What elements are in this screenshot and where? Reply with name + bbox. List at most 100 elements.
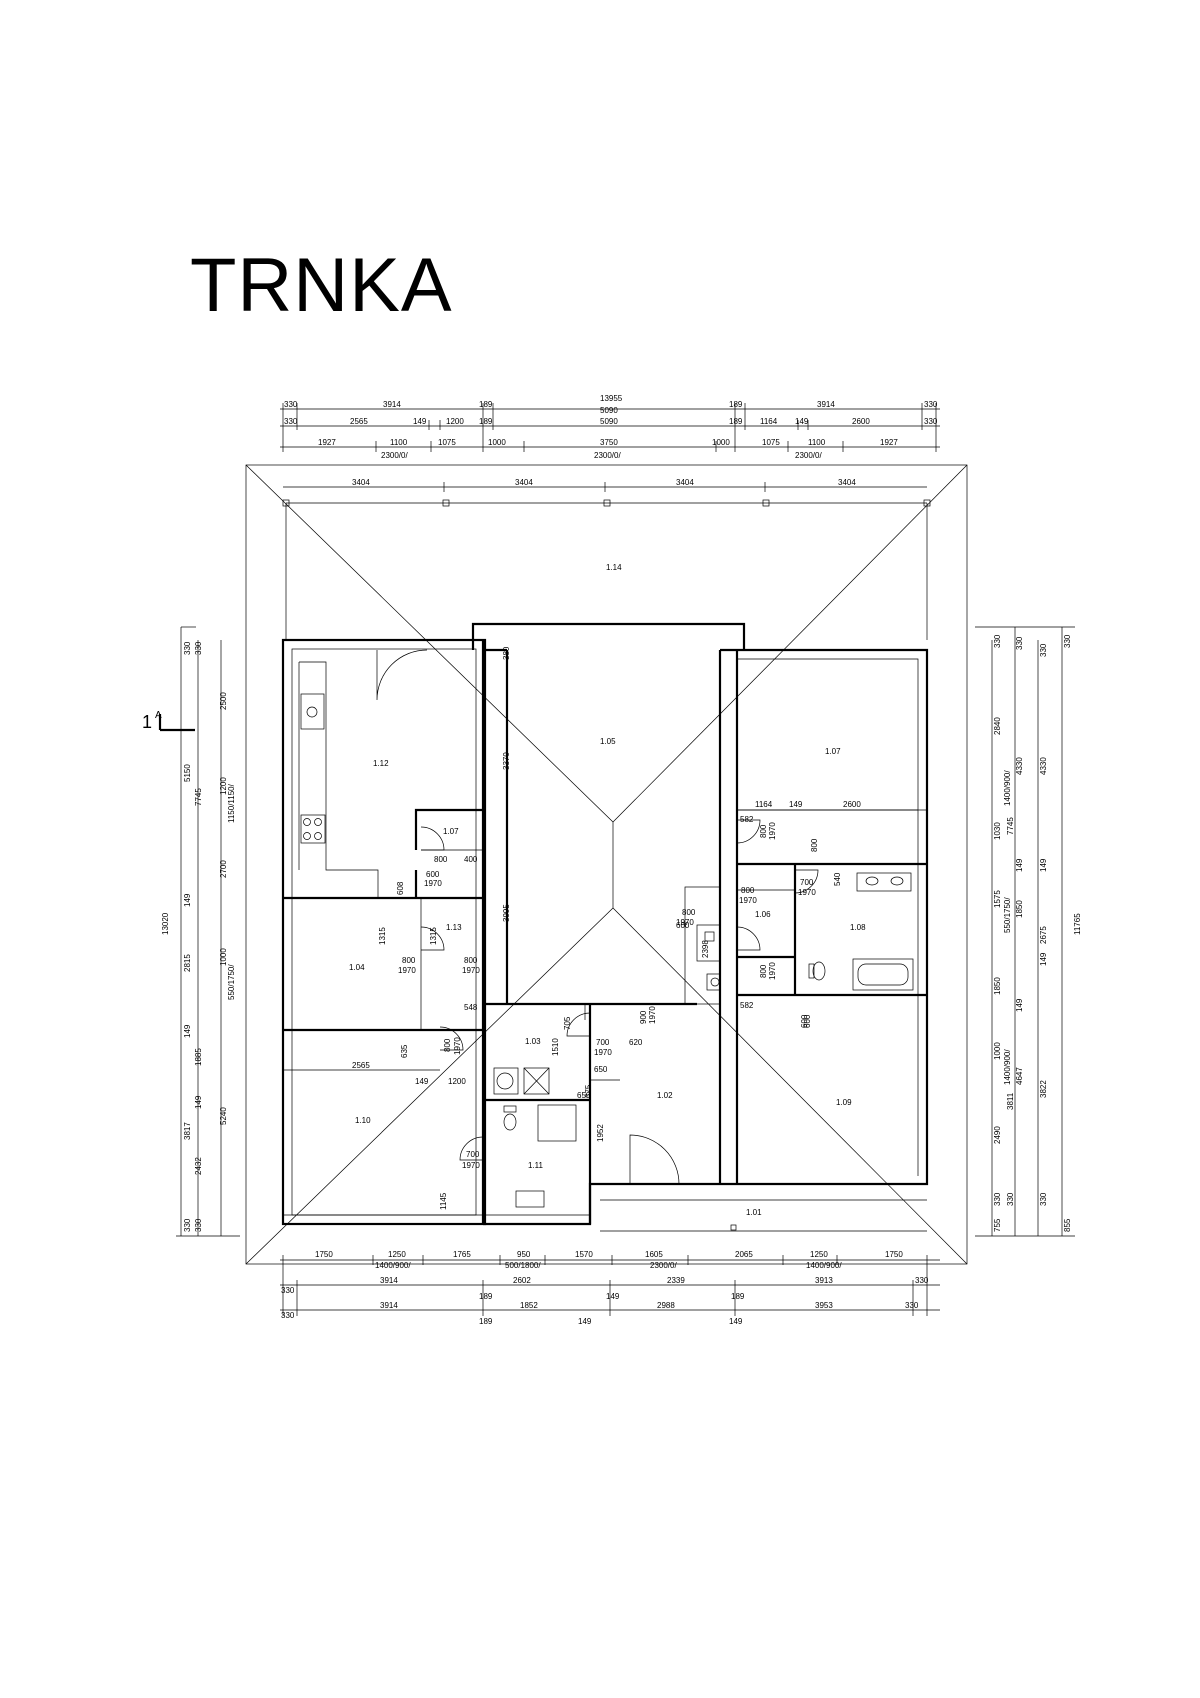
dim-d13: 800 <box>759 964 768 978</box>
dim-l3-0: 2500 <box>219 692 228 710</box>
dim-d22: 3995 <box>502 904 511 922</box>
dim-r2-8: 330 <box>1006 1192 1015 1206</box>
dim-d21: 380 <box>502 646 511 660</box>
dim-l3w-1: 550/1750/ <box>227 964 236 1000</box>
dim-d15: 600 <box>803 1014 812 1028</box>
dim-t1b-0: 189 <box>479 400 493 409</box>
dim-l3-1: 1200 <box>219 777 228 795</box>
dim-d4: 582 <box>740 815 754 824</box>
dim-r3-1: 4330 <box>1039 757 1048 775</box>
dim-b1-8: 1750 <box>885 1250 903 1259</box>
dim-r2-0: 330 <box>1015 636 1024 650</box>
dim-b2s-2: 189 <box>731 1292 745 1301</box>
dim-r2-6: 4647 <box>1015 1067 1024 1085</box>
dim-b1-7: 1250 <box>810 1250 828 1259</box>
dim-d32: 1970 <box>462 966 480 975</box>
room-label-1-06: 1.06 <box>755 910 771 919</box>
dim-r1-6: 2490 <box>993 1126 1002 1144</box>
dim-l0-1: 330 <box>194 1218 203 1232</box>
dim-t1-2: 13955 <box>600 394 623 403</box>
dim-b3-5: 330 <box>905 1301 919 1310</box>
dim-t4-2: 3404 <box>676 478 694 487</box>
dimension-ticks-bottom <box>282 1255 928 1316</box>
dim-t3w-0: 2300/0/ <box>381 451 408 460</box>
dim-d53: 800 <box>682 908 696 917</box>
dim-b2-1: 3914 <box>380 1276 398 1285</box>
dim-r1-5: 1000 <box>993 1042 1002 1060</box>
dim-t3w-1: 2300/0/ <box>594 451 621 460</box>
dim-b1w-3: 1400/900/ <box>806 1261 842 1270</box>
dim-t4-0: 3404 <box>352 478 370 487</box>
dim-b2-4: 3913 <box>815 1276 833 1285</box>
dim-b1w-1: 500/1800/ <box>505 1261 541 1270</box>
dim-d54: 1970 <box>676 918 694 927</box>
dim-r1-7: 330 <box>993 1192 1002 1206</box>
dim-l1-1: 5150 <box>183 764 192 782</box>
page-title: TRNKA <box>190 243 453 328</box>
dim-b1-5: 1605 <box>645 1250 663 1259</box>
dim-d36: 635 <box>400 1044 409 1058</box>
dim-d23: 600 <box>426 870 440 879</box>
dim-d30: 1970 <box>398 966 416 975</box>
dim-d28: 1315 <box>429 927 438 945</box>
dim-l0-0: 330 <box>194 641 203 655</box>
dim-b2-3: 2339 <box>667 1276 685 1285</box>
dim-r1-3: 1575 <box>993 890 1002 908</box>
dim-r1-0: 330 <box>993 634 1002 648</box>
dim-d14: 1970 <box>768 962 777 980</box>
dim-b1-2: 1765 <box>453 1250 471 1259</box>
dim-l3-3: 1000 <box>219 948 228 966</box>
dim-r3-6: 330 <box>1039 1192 1048 1206</box>
dim-d37: 2565 <box>352 1061 370 1070</box>
dim-t3-7: 1100 <box>808 438 826 447</box>
dim-d48: 1952 <box>596 1124 605 1142</box>
dim-t3-0: 1927 <box>318 438 336 447</box>
dim-l1-4: 149 <box>183 1024 192 1038</box>
dim-t2-4: 189 <box>479 417 493 426</box>
dim-b2-5: 330 <box>915 1276 929 1285</box>
terrace <box>282 499 931 640</box>
dim-t3-5: 1000 <box>712 438 730 447</box>
dim-r1-8: 755 <box>993 1218 1002 1232</box>
dim-r2-3: 1850 <box>1015 900 1024 918</box>
room-label-1-11: 1.11 <box>528 1161 544 1170</box>
dim-right-total: 11765 <box>1073 913 1082 935</box>
dim-b3-3: 2988 <box>657 1301 675 1310</box>
dim-d46: 650 <box>577 1091 591 1100</box>
dim-d35: 1970 <box>453 1037 462 1055</box>
dim-l2-1: 1885 <box>194 1048 203 1066</box>
dim-d10: 540 <box>833 872 842 886</box>
dim-b2s-1: 149 <box>606 1292 620 1301</box>
dim-b3-1: 3914 <box>380 1301 398 1310</box>
dim-r1-2: 1030 <box>993 822 1002 840</box>
dimensions-interior: 1164 149 2600 582 582 800 1970 700 1970 … <box>352 646 918 1210</box>
dim-r4-0: 330 <box>1063 634 1072 648</box>
room-label-1-08: 1.08 <box>850 923 866 932</box>
room-label-1-10: 1.10 <box>355 1116 371 1125</box>
dim-l1-6: 330 <box>183 1218 192 1232</box>
dim-t2-5: 5090 <box>600 417 618 426</box>
dim-r2-5: 149 <box>1015 998 1024 1012</box>
dim-t4-3: 3404 <box>838 478 856 487</box>
dim-t2-2: 149 <box>413 417 427 426</box>
dim-t3-6: 1075 <box>762 438 780 447</box>
dim-r1w-1: 550/1750/ <box>1003 897 1012 933</box>
dim-d33: 548 <box>464 1003 478 1012</box>
section-letter: A <box>155 710 162 721</box>
dim-d11: 800 <box>810 838 819 852</box>
dim-t2-1: 2565 <box>350 417 368 426</box>
dim-l2-0: 7745 <box>194 788 203 806</box>
dim-t1-1: 3914 <box>383 400 401 409</box>
dim-r3-7: 855 <box>1063 1218 1072 1232</box>
walls <box>281 622 929 1232</box>
room-label-1-14: 1.14 <box>606 563 622 572</box>
dim-d38: 149 <box>415 1077 429 1086</box>
dim-t3-1: 1100 <box>390 438 408 447</box>
dim-t2-9: 2600 <box>852 417 870 426</box>
dim-r3-5: 3822 <box>1039 1080 1048 1098</box>
dim-r2-1: 4330 <box>1015 757 1024 775</box>
dim-b2-2: 2602 <box>513 1276 531 1285</box>
room-label-1-07: 1.07 <box>825 747 841 756</box>
dim-b3-4: 3953 <box>815 1301 833 1310</box>
